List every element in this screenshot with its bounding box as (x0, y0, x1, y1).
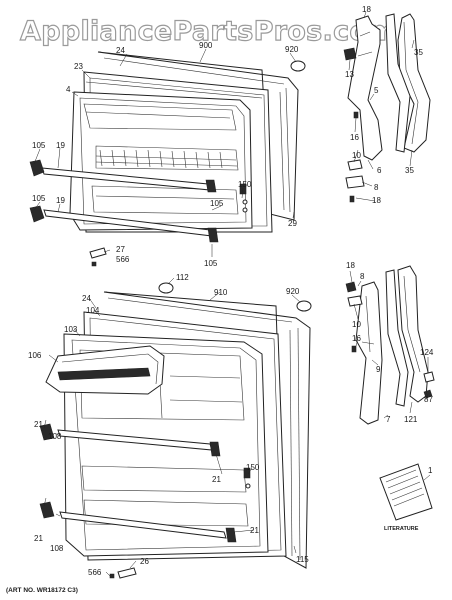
callout-29: 29 (288, 219, 297, 228)
freezer-rail-end-cap-2 (29, 205, 45, 223)
freezer-outer-door-panel (97, 51, 299, 221)
callout-4: 4 (66, 85, 71, 94)
callout-16-lower: 16 (352, 334, 361, 343)
callout-35-lower: 35 (405, 166, 414, 175)
freezer-door-cap (290, 60, 306, 72)
freezer-hinge-screw (349, 195, 355, 203)
freezer-door-assembly (29, 48, 306, 267)
callout-16-upper: 16 (350, 133, 359, 142)
callout-18-top: 18 (362, 5, 371, 14)
callout-10-lower: 10 (352, 320, 361, 329)
callout-105-b: 105 (32, 194, 46, 203)
fresh-food-hinge-screw (351, 345, 357, 353)
fresh-food-hinge-hardware (345, 265, 435, 521)
freezer-hinge-hardware (343, 11, 431, 203)
literature-label: LITERATURE (384, 526, 419, 532)
fresh-food-hinge-cap (423, 371, 435, 383)
freezer-hinge-pin-upper (345, 175, 365, 189)
fresh-food-door-callouts: 112 910 920 24 104 103 106 21 108 21 150… (28, 273, 309, 577)
callout-124: 124 (420, 348, 434, 357)
callout-35-upper: 35 (414, 48, 423, 57)
callout-13: 13 (345, 70, 354, 79)
freezer-hardware-callouts: 18 13 35 5 16 10 8 6 35 18 (345, 5, 423, 205)
callout-10-upper: 10 (352, 151, 361, 160)
callout-5: 5 (374, 86, 379, 95)
callout-24-upper: 24 (116, 46, 125, 55)
fresh-food-outer-door-panel (103, 291, 311, 569)
callout-23: 23 (74, 62, 83, 71)
fresh-food-rail-end-cap-3 (39, 501, 55, 519)
callout-7: 7 (386, 415, 391, 424)
callout-87: 87 (424, 395, 433, 404)
watermark-text: AppliancePartsPros.com (20, 16, 397, 47)
fresh-food-hinge-strap (385, 269, 409, 407)
freezer-screw (91, 261, 97, 267)
literature-booklet (379, 463, 433, 521)
callout-112: 112 (176, 273, 189, 282)
callout-27: 27 (116, 245, 125, 254)
freezer-rail-end-cap-4 (207, 227, 219, 243)
callout-21-d: 21 (250, 526, 259, 535)
fresh-food-hinge-bracket (355, 281, 383, 425)
callout-105-d: 105 (204, 259, 218, 268)
callout-1: 1 (428, 466, 433, 475)
callout-900: 900 (199, 41, 213, 50)
callout-115: 115 (296, 555, 309, 564)
fresh-food-rail-end-cap-2 (209, 441, 221, 457)
callout-920-upper: 920 (285, 45, 299, 54)
callout-18-mid: 18 (372, 196, 381, 205)
callout-21-c: 21 (34, 534, 43, 543)
callout-106: 106 (28, 351, 42, 360)
fresh-food-door-rail-lower (59, 511, 227, 539)
callout-920-lower: 920 (286, 287, 300, 296)
callout-150-upper: 150 (238, 180, 252, 189)
callout-105-a: 105 (32, 141, 46, 150)
callout-121: 121 (404, 415, 418, 424)
callout-8-upper: 8 (374, 183, 379, 192)
callout-104: 104 (86, 306, 100, 315)
freezer-hinge-pin (89, 247, 107, 259)
fresh-food-hinge-shim (347, 295, 363, 307)
callout-910: 910 (214, 288, 228, 297)
fresh-food-hinge-bushing (345, 281, 357, 293)
freezer-hinge-shim (347, 159, 363, 171)
callout-108-a: 108 (48, 432, 62, 441)
callout-24-lower: 24 (82, 294, 91, 303)
fresh-food-rail-end-cap-1 (39, 423, 55, 441)
fresh-food-door-stop (243, 467, 251, 479)
callout-566-upper: 566 (116, 255, 130, 264)
art-number: (ART NO. WR18172 C3) (6, 587, 78, 594)
callout-105-c: 105 (210, 199, 224, 208)
callout-26: 26 (140, 557, 149, 566)
callout-8-lower: 8 (360, 272, 365, 281)
callout-103: 103 (64, 325, 78, 334)
freezer-hinge-bracket (347, 15, 383, 161)
fresh-food-hinge-pin (117, 567, 137, 579)
fresh-food-rail-end-cap-4 (225, 527, 237, 543)
freezer-door-callouts: 900 920 24 23 4 105 19 105 19 150 105 29… (32, 41, 299, 268)
callout-566-lower: 566 (88, 568, 102, 577)
fresh-food-door-plug (158, 282, 174, 294)
callout-19-b: 19 (56, 196, 65, 205)
callout-9: 9 (376, 365, 381, 374)
fresh-food-hardware-callouts: 18 8 10 16 9 124 7 87 121 1 (346, 261, 434, 475)
freezer-rail-end-cap-3 (205, 179, 217, 193)
fresh-food-screw (109, 573, 115, 579)
fresh-food-door-assembly (39, 277, 312, 579)
freezer-hinge-strap (385, 13, 411, 153)
callout-18-lower: 18 (346, 261, 355, 270)
callout-150-lower: 150 (246, 463, 260, 472)
freezer-hinge-bushing (343, 47, 357, 61)
freezer-rail-end-cap-1 (29, 159, 45, 177)
callout-108-b: 108 (50, 544, 64, 553)
callout-19-a: 19 (56, 141, 65, 150)
fresh-food-door-cap (296, 300, 312, 312)
callout-6: 6 (377, 166, 382, 175)
callout-21-b: 21 (212, 475, 221, 484)
callout-21-a: 21 (34, 420, 43, 429)
